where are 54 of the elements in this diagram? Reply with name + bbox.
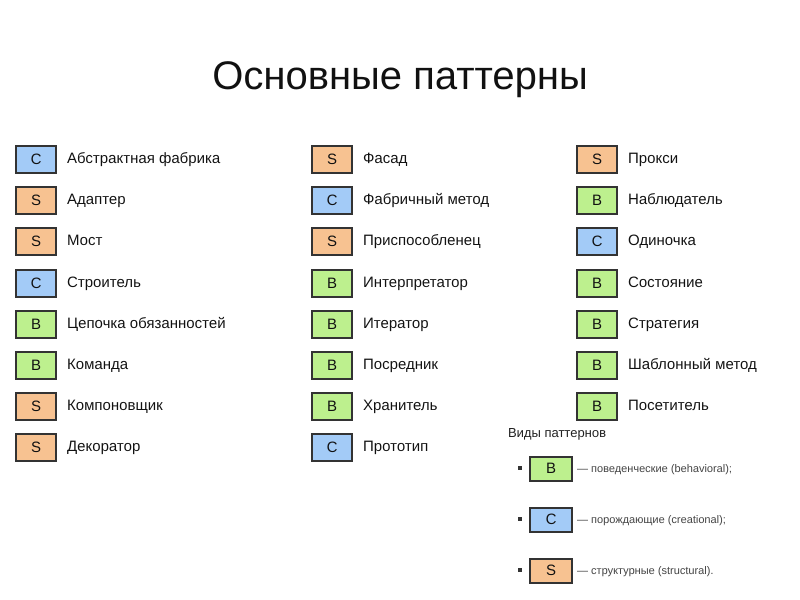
pattern-name: Одиночка [628,231,696,252]
pattern-name: Интерпретатор [363,272,468,293]
pattern-name: Команда [67,355,128,375]
pattern-name: Компоновщик [67,396,163,416]
pattern-name: Строитель [67,272,141,293]
pattern-name: Цепочка обязанностей [67,314,226,334]
pattern-name: Посетитель [628,396,709,416]
pattern-badge: C [15,268,57,298]
pattern-badge: B [311,351,353,380]
pattern-name: Прокси [628,149,678,169]
pattern-name: Наблюдатель [628,190,723,210]
pattern-name: Фасад [363,149,408,169]
pattern-badge: B [15,310,57,339]
pattern-badge: S [15,227,57,256]
pattern-badge: B [311,310,353,339]
pattern-badge: B [576,351,618,380]
pattern-badge: C [311,186,353,216]
pattern-badge: S [15,186,57,216]
pattern-name: Хранитель [363,396,438,416]
swatch-letter: B [544,459,557,479]
pattern-name: Итератор [363,314,429,334]
pattern-name: Фабричный метод [363,190,490,210]
pattern-name: Посредник [363,355,438,375]
title: Основные паттерны [211,54,589,99]
legend-heading: Виды паттернов [508,425,606,440]
legend-text: — структурные (structural). [577,564,714,578]
pattern-badge: B [576,392,618,422]
pattern-name: Шаблонный метод [628,355,757,375]
pattern-name: Мост [67,231,102,252]
pattern-badge: B [576,310,618,339]
pattern-badge: S [311,145,353,174]
pattern-name: Состояние [628,272,703,293]
pattern-badge: S [15,392,57,422]
pattern-badge: S [576,145,618,174]
pattern-badge: B [15,351,57,380]
pattern-badge: B [576,268,618,298]
pattern-name: Прототип [363,437,428,458]
legend-text: — порождающие (creational); [577,513,726,527]
pattern-badge: C [15,145,57,174]
legend-text: — поведенческие (behavioral); [577,462,732,476]
pattern-name: Приспособленец [363,231,481,252]
pattern-badge: B [311,392,353,422]
pattern-badge: B [576,186,618,216]
pattern-badge: C [576,227,618,256]
pattern-name: Декоратор [67,437,140,458]
swatch-letter: C [544,510,558,530]
pattern-name: Абстрактная фабрика [67,149,220,169]
pattern-badge: S [311,227,353,256]
pattern-badge: S [15,433,57,462]
swatch-letter: S [544,561,557,581]
pattern-badge: B [311,268,353,298]
pattern-badge: C [311,433,353,462]
pattern-name: Стратегия [628,314,700,334]
pattern-name: Адаптер [67,190,126,210]
